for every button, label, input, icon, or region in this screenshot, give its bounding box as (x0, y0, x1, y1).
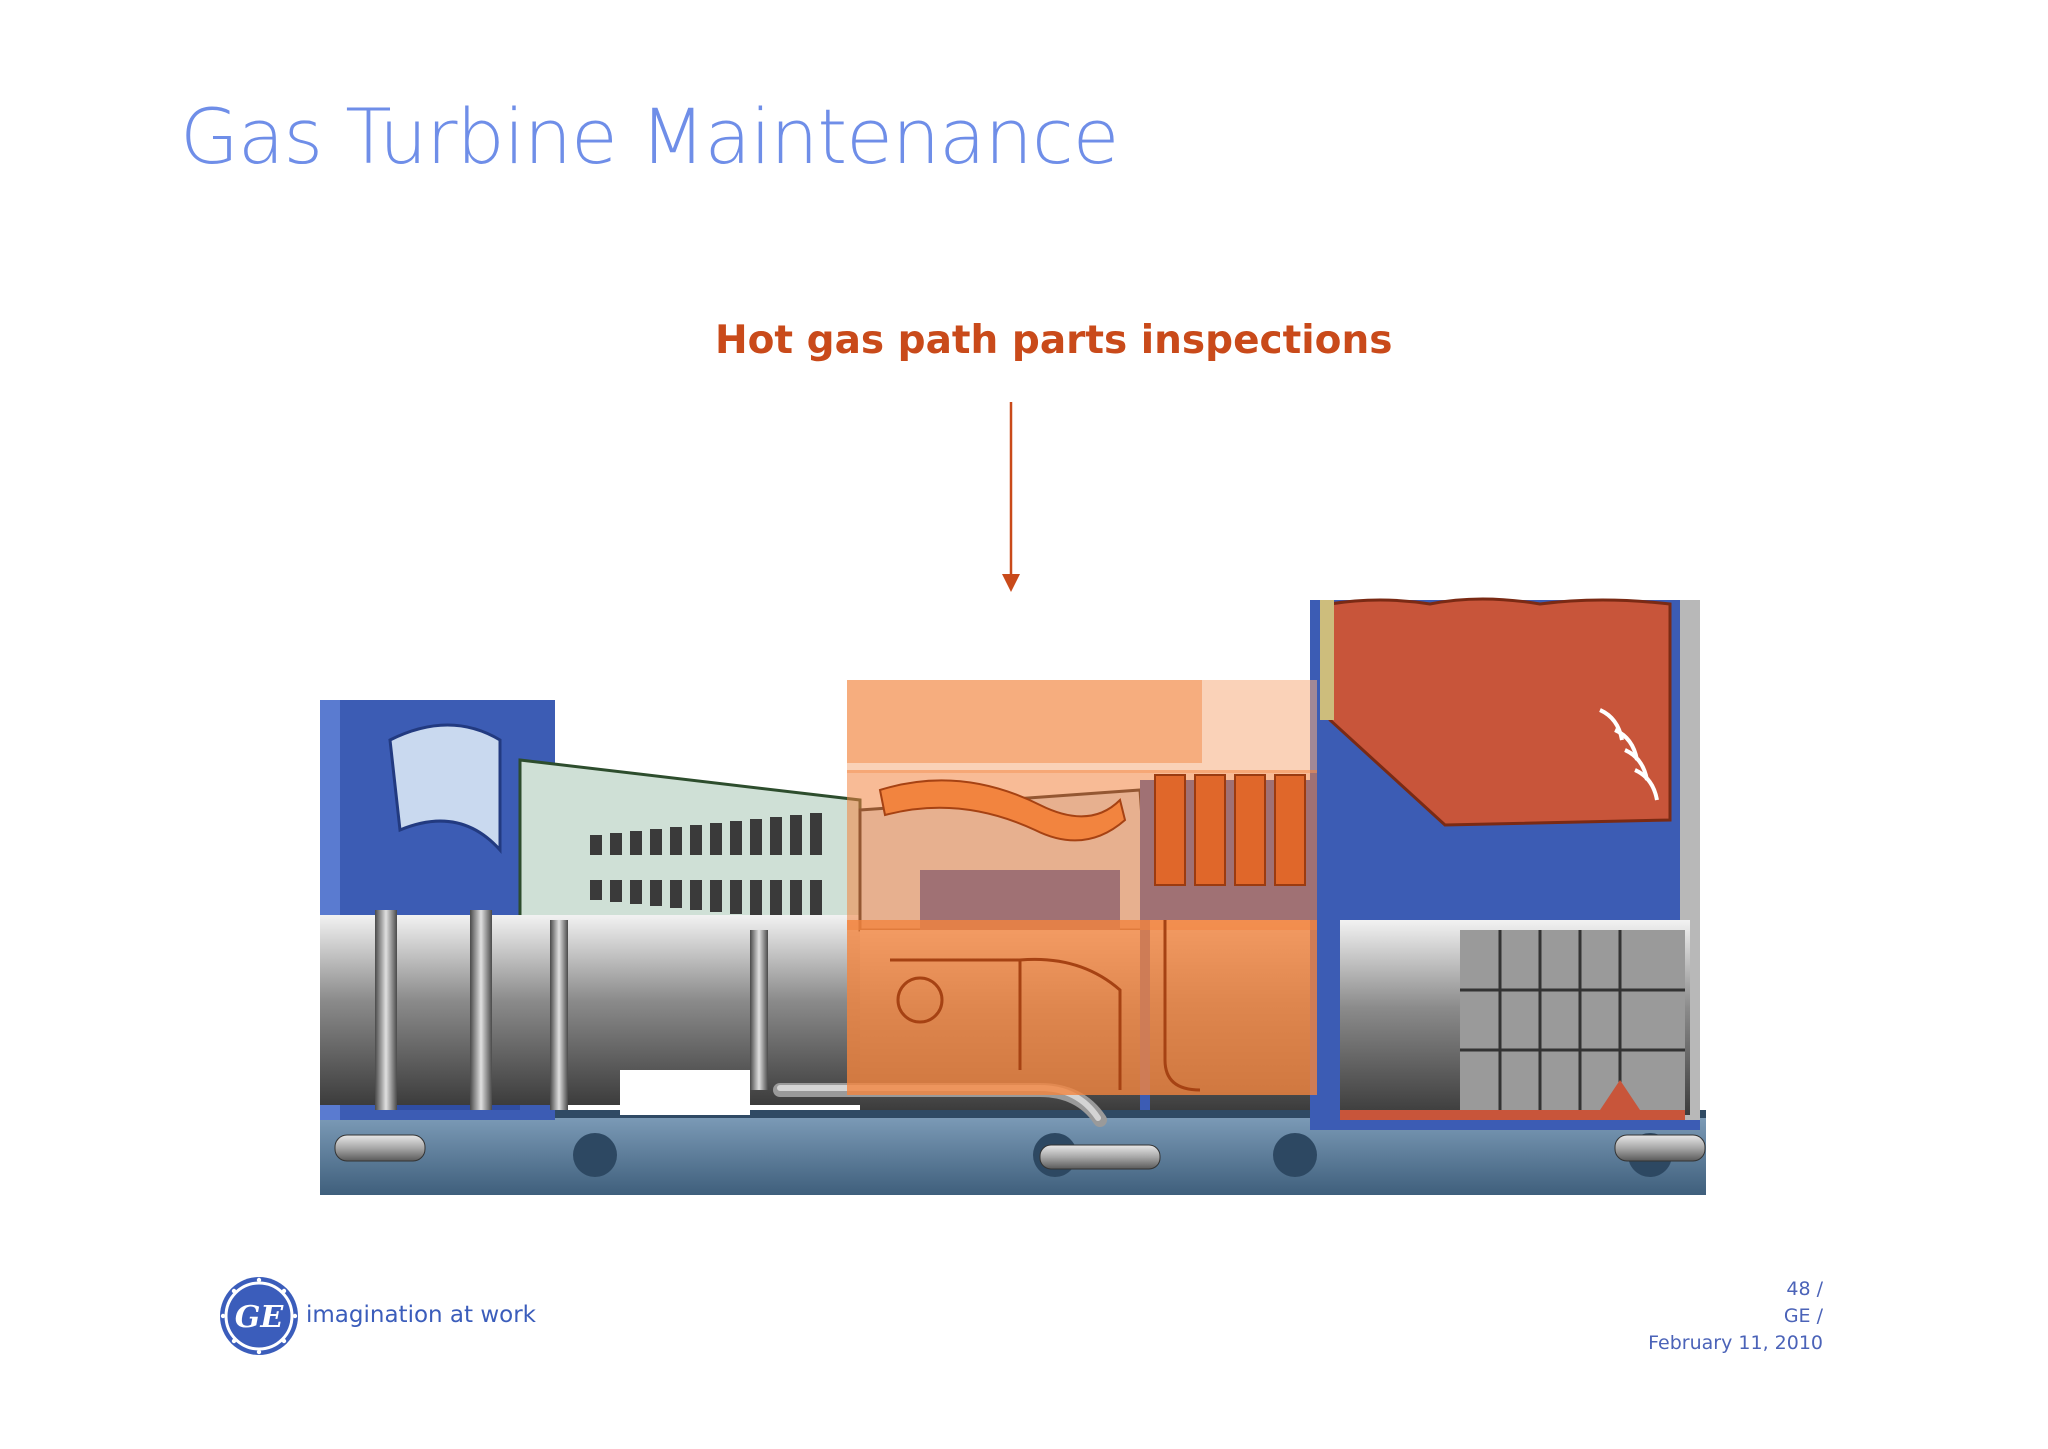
tagline: imagination at work (306, 1302, 536, 1328)
ge-logo-text: GE (235, 1300, 285, 1335)
hot-gas-path-highlight (847, 680, 1317, 1095)
footer-info: 48 / GE / February 11, 2010 (1648, 1276, 1823, 1357)
rotor-shaft (320, 915, 860, 1105)
hot-gas-path-callout: Hot gas path parts inspections (715, 318, 1393, 363)
ge-monogram-icon: GE (220, 1277, 298, 1355)
footer-date: February 11, 2010 (1648, 1332, 1823, 1354)
footer-company: GE / (1783, 1305, 1823, 1327)
slide-title: Gas Turbine Maintenance (180, 92, 1119, 181)
page-number: 48 / (1786, 1278, 1823, 1300)
gas-turbine-cutaway (320, 597, 1706, 1195)
arrow-down-icon (1002, 402, 1020, 592)
